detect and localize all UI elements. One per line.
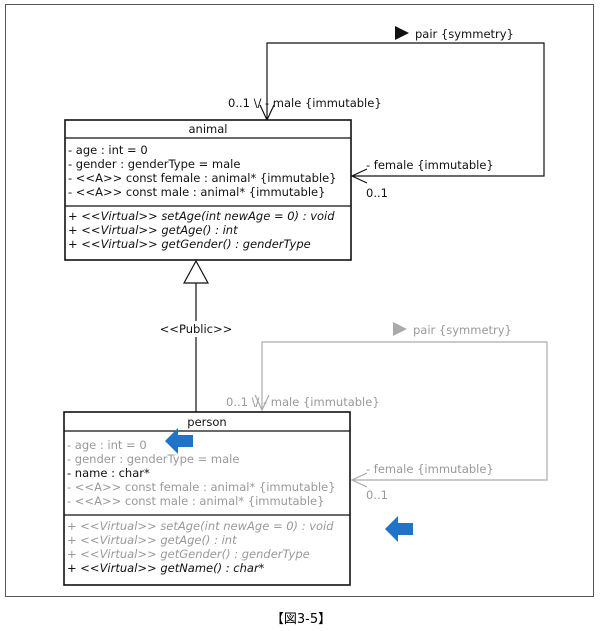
- inheritance-label: <<Public>>: [160, 322, 233, 336]
- figure-caption: 【図3-5】: [270, 612, 332, 627]
- bottom-pair-label: pair {symmetry}: [413, 323, 512, 337]
- person-attr-name: - name : char*: [67, 466, 150, 480]
- person-class[interactable]: person - age : int = 0 - gender : gender…: [63, 411, 351, 586]
- animal-op-getgender: + <<Virtual>> getGender() : genderType: [68, 237, 311, 251]
- bottom-male-label: 0..1 \/ - male {immutable}: [226, 395, 380, 409]
- bottom-female-multiplicity: 0..1: [366, 488, 388, 502]
- person-attr-male: - <<A>> const male : animal* {immutable}: [67, 494, 324, 508]
- animal-attr-gender: - gender : genderType = male: [68, 157, 240, 171]
- navigation-triangle-icon: [395, 26, 409, 40]
- animal-class-name: animal: [189, 122, 228, 136]
- person-class-name: person: [187, 415, 226, 429]
- top-self-association: pair {symmetry} 0..1 \/ - male {immutabl…: [228, 26, 545, 200]
- top-female-label: - female {immutable}: [366, 158, 494, 172]
- person-op-getage: + <<Virtual>> getAge() : int: [67, 533, 237, 547]
- animal-op-getage: + <<Virtual>> getAge() : int: [68, 223, 238, 237]
- pointer-arrow-icon: [385, 516, 413, 542]
- animal-attr-age: - age : int = 0: [68, 143, 148, 157]
- bottom-female-label: - female {immutable}: [366, 462, 494, 476]
- navigation-triangle-icon: [393, 322, 407, 336]
- top-pair-label: pair {symmetry}: [415, 27, 514, 41]
- animal-op-setage: + <<Virtual>> setAge(int newAge = 0) : v…: [68, 209, 335, 223]
- pointer-arrow-icon: [165, 428, 193, 454]
- inheritance-relation: <<Public>>: [158, 259, 233, 412]
- person-attr-gender: - gender : genderType = male: [67, 452, 239, 466]
- top-female-multiplicity: 0..1: [366, 186, 388, 200]
- animal-class[interactable]: animal - age : int = 0 - gender : gender…: [64, 119, 352, 261]
- person-op-getgender: + <<Virtual>> getGender() : genderType: [67, 547, 310, 561]
- top-male-label: 0..1 \/ - male {immutable}: [228, 96, 382, 110]
- animal-attr-male: - <<A>> const male : animal* {immutable}: [68, 185, 325, 199]
- person-op-setage: + <<Virtual>> setAge(int newAge = 0) : v…: [67, 519, 334, 533]
- animal-attr-female: - <<A>> const female : animal* {immutabl…: [68, 171, 337, 185]
- generalization-arrow-icon: [182, 259, 210, 284]
- person-op-getname: + <<Virtual>> getName() : char*: [67, 561, 265, 575]
- person-attr-female: - <<A>> const female : animal* {immutabl…: [67, 480, 336, 494]
- bottom-self-association: pair {symmetry} 0..1 \/ - male {immutabl…: [226, 322, 548, 502]
- person-attr-age: - age : int = 0: [67, 438, 147, 452]
